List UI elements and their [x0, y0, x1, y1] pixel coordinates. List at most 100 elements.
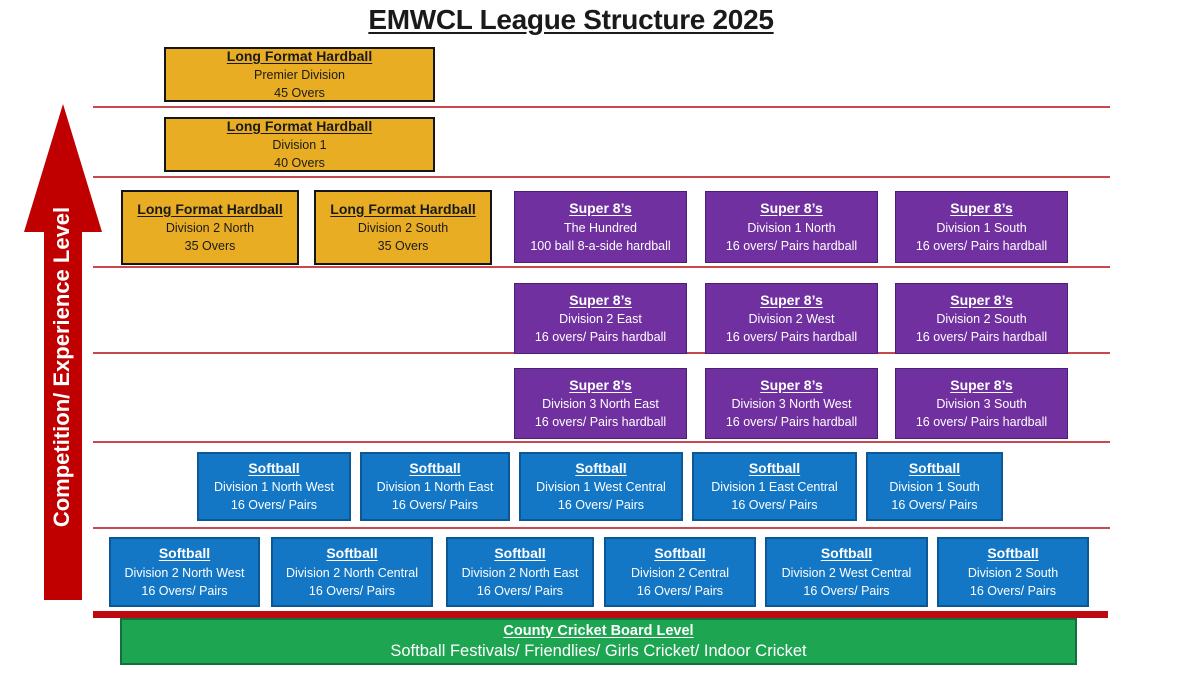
- box-format: 16 Overs/ Pairs: [141, 583, 228, 598]
- box-division: Division 2 North East: [461, 565, 579, 580]
- box-super8s-division-1-north: Super 8’s Division 1 North 16 overs/ Pai…: [705, 191, 878, 263]
- box-county-cricket-board: County Cricket Board Level Softball Fest…: [120, 618, 1077, 665]
- box-softball-division-2-north-east: Softball Division 2 North East 16 Overs/…: [446, 537, 594, 607]
- box-title: Super 8’s: [569, 291, 632, 308]
- box-division: Division 1 North West: [214, 480, 334, 494]
- box-softball-division-2-north-west: Softball Division 2 North West 16 Overs/…: [109, 537, 260, 607]
- box-super8s-division-2-south: Super 8’s Division 2 South 16 overs/ Pai…: [895, 283, 1068, 354]
- box-softball-division-2-south: Softball Division 2 South 16 Overs/ Pair…: [937, 537, 1089, 607]
- box-division: Division 1 East Central: [711, 480, 838, 494]
- box-title: Softball: [409, 459, 461, 476]
- box-division: Division 2 South: [967, 565, 1059, 580]
- box-title: Long Format Hardball: [137, 200, 283, 217]
- box-division: Division 2 North: [165, 221, 255, 235]
- box-super8s-division-2-east: Super 8’s Division 2 East 16 overs/ Pair…: [514, 283, 687, 354]
- box-title: Softball: [326, 545, 378, 561]
- page-title: EMWCL League Structure 2025: [368, 4, 774, 35]
- box-super8s-division-3-south: Super 8’s Division 3 South 16 overs/ Pai…: [895, 368, 1068, 439]
- box-title: Long Format Hardball: [226, 117, 373, 134]
- box-format: 16 Overs/ Pairs: [391, 498, 479, 513]
- box-format: 100 ball 8-a-side hardball: [530, 238, 671, 253]
- box-division: Division 3 South: [936, 397, 1027, 411]
- box-format: 16 overs/ Pairs hardball: [725, 415, 858, 430]
- box-division: Division 2 Central: [631, 565, 729, 580]
- box-softball-division-2-central: Softball Division 2 Central 16 Overs/ Pa…: [604, 537, 756, 607]
- box-softball-division-1-east-central: Softball Division 1 East Central 16 Over…: [692, 452, 857, 521]
- box-division: Division 3 North East: [542, 397, 659, 411]
- box-division: Division 3 North West: [731, 397, 852, 411]
- box-title: Super 8’s: [950, 200, 1013, 216]
- box-division: Division 2 North West: [124, 565, 245, 580]
- box-super8s-division-2-west: Super 8’s Division 2 West 16 overs/ Pair…: [705, 283, 878, 354]
- box-format: 16 overs/ Pairs hardball: [915, 238, 1048, 253]
- box-division: Division 2 East: [559, 312, 642, 326]
- box-division: The Hundred: [564, 220, 637, 235]
- box-title: Softball: [820, 545, 873, 561]
- box-title: Softball: [248, 459, 300, 476]
- up-arrow-icon: [24, 104, 102, 232]
- box-division: Division 2 South: [357, 221, 449, 235]
- level-divider: [93, 527, 1110, 529]
- box-lfh-division-1: Long Format Hardball Division 1 40 Overs: [164, 117, 435, 172]
- box-lfh-division-2-south: Long Format Hardball Division 2 South 35…: [314, 190, 492, 265]
- box-title: Softball: [575, 459, 627, 476]
- box-softball-division-2-north-central: Softball Division 2 North Central 16 Ove…: [271, 537, 433, 607]
- box-format: 16 overs/ Pairs hardball: [725, 238, 858, 253]
- up-arrow-shaft: [44, 228, 82, 600]
- box-title: Softball: [158, 545, 211, 561]
- box-format: 16 overs/ Pairs hardball: [915, 330, 1048, 345]
- box-title: Softball: [748, 459, 801, 476]
- box-format: 16 Overs/ Pairs: [557, 498, 645, 513]
- box-super8s-division-1-south: Super 8’s Division 1 South 16 overs/ Pai…: [895, 191, 1068, 263]
- box-title: Softball: [654, 545, 706, 561]
- box-format: 45 Overs: [274, 86, 325, 101]
- box-format: 16 Overs/ Pairs: [636, 583, 724, 598]
- box-title: Long Format Hardball: [330, 200, 476, 217]
- box-format: 16 Overs/ Pairs: [476, 583, 564, 598]
- box-format: 16 Overs/ Pairs: [803, 583, 890, 598]
- box-title: Super 8’s: [760, 200, 823, 216]
- box-softball-division-1-north-east: Softball Division 1 North East 16 Overs/…: [360, 452, 510, 521]
- box-division: Division 1: [272, 138, 327, 152]
- box-super8s-division-3-north-west: Super 8’s Division 3 North West 16 overs…: [705, 368, 878, 439]
- box-division: Division 1 North East: [376, 480, 494, 494]
- box-title: Super 8’s: [950, 376, 1013, 393]
- board-level-divider: [93, 611, 1108, 618]
- level-divider: [93, 176, 1110, 178]
- box-super8s-the-hundred: Super 8’s The Hundred 100 ball 8-a-side …: [514, 191, 687, 263]
- box-softball-division-2-west-central: Softball Division 2 West Central 16 Over…: [765, 537, 928, 607]
- level-divider: [93, 441, 1110, 443]
- box-division: Division 1 West Central: [536, 480, 666, 494]
- arrow-label: Competition/ Experience Level: [49, 206, 74, 528]
- box-division: Division 2 West: [748, 312, 835, 326]
- box-lfh-division-2-north: Long Format Hardball Division 2 North 35…: [121, 190, 299, 265]
- box-format: 16 overs/ Pairs hardball: [725, 330, 858, 345]
- box-lfh-premier-division: Long Format Hardball Premier Division 45…: [164, 47, 435, 102]
- box-title: Super 8’s: [569, 200, 632, 216]
- box-title: Super 8’s: [950, 291, 1013, 308]
- box-format: 35 Overs: [377, 239, 429, 254]
- box-division: Division 1 South: [889, 480, 980, 494]
- board-title: County Cricket Board Level: [503, 622, 694, 639]
- box-super8s-division-3-north-east: Super 8’s Division 3 North East 16 overs…: [514, 368, 687, 439]
- box-division: Division 1 North: [747, 220, 836, 235]
- box-division: Division 1 South: [936, 220, 1027, 235]
- box-format: 16 Overs/ Pairs: [308, 583, 396, 598]
- box-title: Super 8’s: [760, 376, 823, 393]
- box-format: 40 Overs: [274, 156, 325, 171]
- box-title: Long Format Hardball: [226, 47, 373, 64]
- box-division: Division 2 South: [936, 312, 1027, 326]
- box-softball-division-1-west-central: Softball Division 1 West Central 16 Over…: [519, 452, 683, 521]
- box-division: Division 2 North Central: [286, 565, 418, 580]
- board-subtitle: Softball Festivals/ Friendlies/ Girls Cr…: [390, 641, 807, 660]
- level-divider: [93, 106, 1110, 108]
- level-divider: [93, 266, 1110, 268]
- box-title: Super 8’s: [760, 291, 823, 308]
- box-format: 16 overs/ Pairs hardball: [534, 415, 667, 430]
- box-title: Softball: [908, 459, 961, 476]
- box-format: 35 Overs: [184, 239, 236, 254]
- box-format: 16 Overs/ Pairs: [969, 583, 1057, 598]
- box-format: 16 overs/ Pairs hardball: [915, 415, 1048, 430]
- box-division: Premier Division: [254, 68, 345, 82]
